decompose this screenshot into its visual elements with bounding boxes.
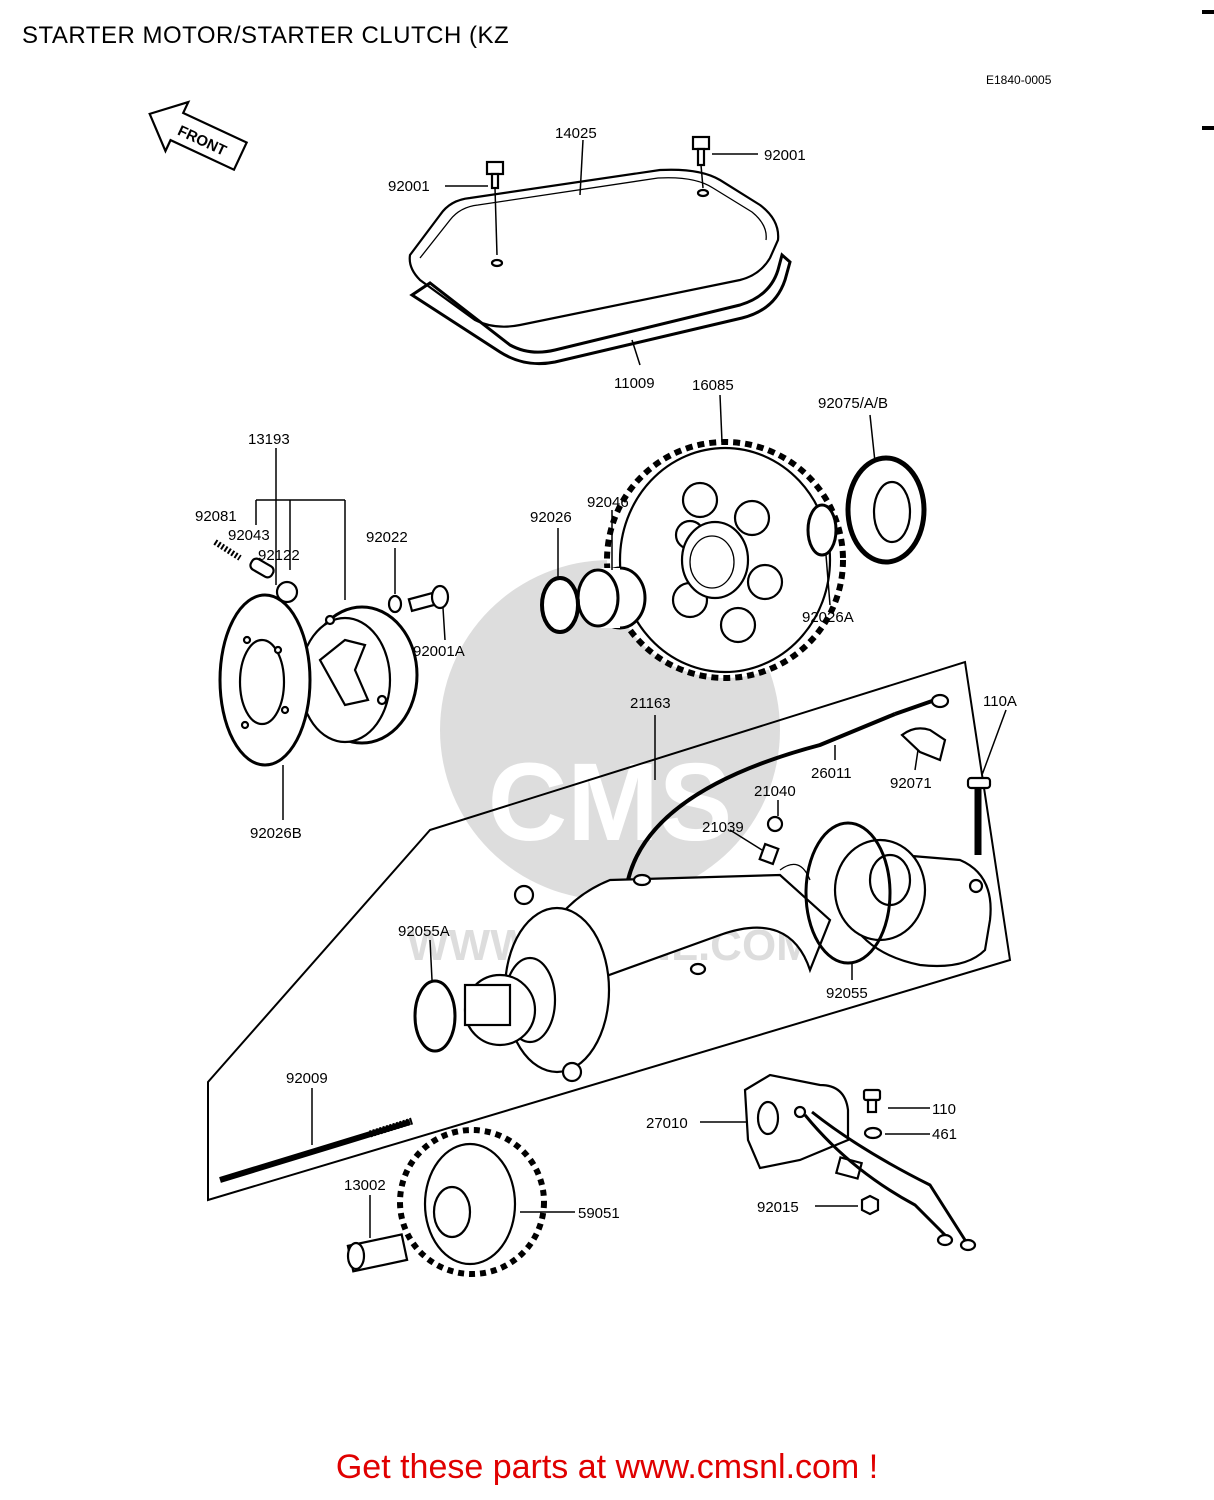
leader-lines — [255, 139, 1007, 1238]
washer-92022 — [387, 594, 403, 614]
brush-21040 — [766, 815, 784, 833]
label-92122: 92122 — [258, 547, 300, 564]
plate-92026B — [218, 593, 312, 767]
cover-14025 — [408, 168, 780, 328]
label-92046: 92046 — [587, 494, 629, 511]
label-92071: 92071 — [890, 775, 932, 792]
label-92026A: 92026A — [802, 609, 854, 626]
label-92009: 92009 — [286, 1070, 328, 1087]
pin-92043 — [249, 557, 275, 579]
cable-terminal — [894, 698, 936, 716]
label-13193: 13193 — [248, 431, 290, 448]
bolt-110A — [966, 776, 992, 855]
label-92055: 92055 — [826, 985, 868, 1002]
diagram-code: E1840-0005 — [986, 73, 1052, 87]
bolt-92001-left — [485, 160, 505, 256]
starter-clutch-13193 — [298, 605, 419, 745]
front-arrow-icon: FRONT — [148, 100, 249, 172]
nut-92015 — [860, 1194, 880, 1216]
washer-92026 — [540, 576, 580, 634]
label-461: 461 — [932, 1126, 957, 1143]
edge-mark — [1202, 10, 1214, 14]
label-21039: 21039 — [702, 819, 744, 836]
bolt-110 — [862, 1088, 882, 1114]
cta-link[interactable]: Get these parts at www.cmsnl.com ! — [335, 1448, 879, 1486]
label-92081: 92081 — [195, 508, 237, 525]
label-14025: 14025 — [555, 125, 597, 142]
o-ring-92055 — [804, 821, 892, 965]
edge-marks — [1194, 0, 1214, 140]
gasket-11009 — [409, 252, 792, 366]
starter-motor-21163 — [463, 873, 832, 1083]
label-92001-right: 92001 — [764, 147, 806, 164]
label-16085: 16085 — [692, 377, 734, 394]
bolt-92001-right — [691, 135, 711, 189]
label-92001-left: 92001 — [388, 178, 430, 195]
brush-holder-21039 — [758, 842, 780, 866]
needle-bearing-92046 — [576, 566, 647, 630]
label-13002: 13002 — [344, 1177, 386, 1194]
starter-gear-16085 — [604, 439, 846, 681]
label-92001A: 92001A — [413, 643, 465, 660]
label-92022: 92022 — [366, 529, 408, 546]
label-110A: 110A — [983, 693, 1017, 710]
spring-92081 — [213, 539, 242, 561]
label-92075: 92075/A/B — [818, 395, 888, 412]
gear-59051 — [397, 1127, 547, 1277]
washer-461 — [863, 1126, 883, 1140]
rear-cover — [833, 838, 992, 968]
label-92015: 92015 — [757, 1199, 799, 1216]
o-ring-92055A — [413, 979, 457, 1053]
cap-92122 — [275, 580, 299, 604]
label-21040: 21040 — [754, 783, 796, 800]
cable-26011 — [626, 712, 896, 881]
label-110: 110 — [932, 1101, 956, 1118]
relay-27010 — [743, 1073, 977, 1252]
label-92055A: 92055A — [398, 923, 450, 940]
label-92026B: 92026B — [250, 825, 302, 842]
starter-motor-outline-21163 — [207, 660, 1012, 1202]
label-92043: 92043 — [228, 527, 270, 544]
washer-92026A — [806, 503, 838, 557]
page-title: STARTER MOTOR/STARTER CLUTCH (KZ — [22, 22, 510, 49]
label-26011: 26011 — [811, 765, 852, 782]
cable-lug — [930, 693, 950, 709]
edge-mark — [1202, 126, 1214, 130]
through-bolt-92009 — [219, 1117, 414, 1183]
label-21163: 21163 — [630, 695, 671, 712]
brush-spring — [779, 863, 811, 881]
label-27010: 27010 — [646, 1115, 688, 1132]
collar-13002 — [346, 1233, 409, 1273]
seal-92075 — [845, 455, 927, 565]
part-labels: 14025 92001 92001 11009 16085 92075/A/B … — [195, 125, 1017, 1222]
label-59051: 59051 — [578, 1205, 620, 1222]
boot-92071 — [900, 727, 947, 762]
bolt-92001A — [407, 584, 450, 613]
watermark-text: CMS — [488, 741, 732, 864]
label-92026: 92026 — [530, 509, 572, 526]
label-11009: 11009 — [614, 375, 655, 392]
